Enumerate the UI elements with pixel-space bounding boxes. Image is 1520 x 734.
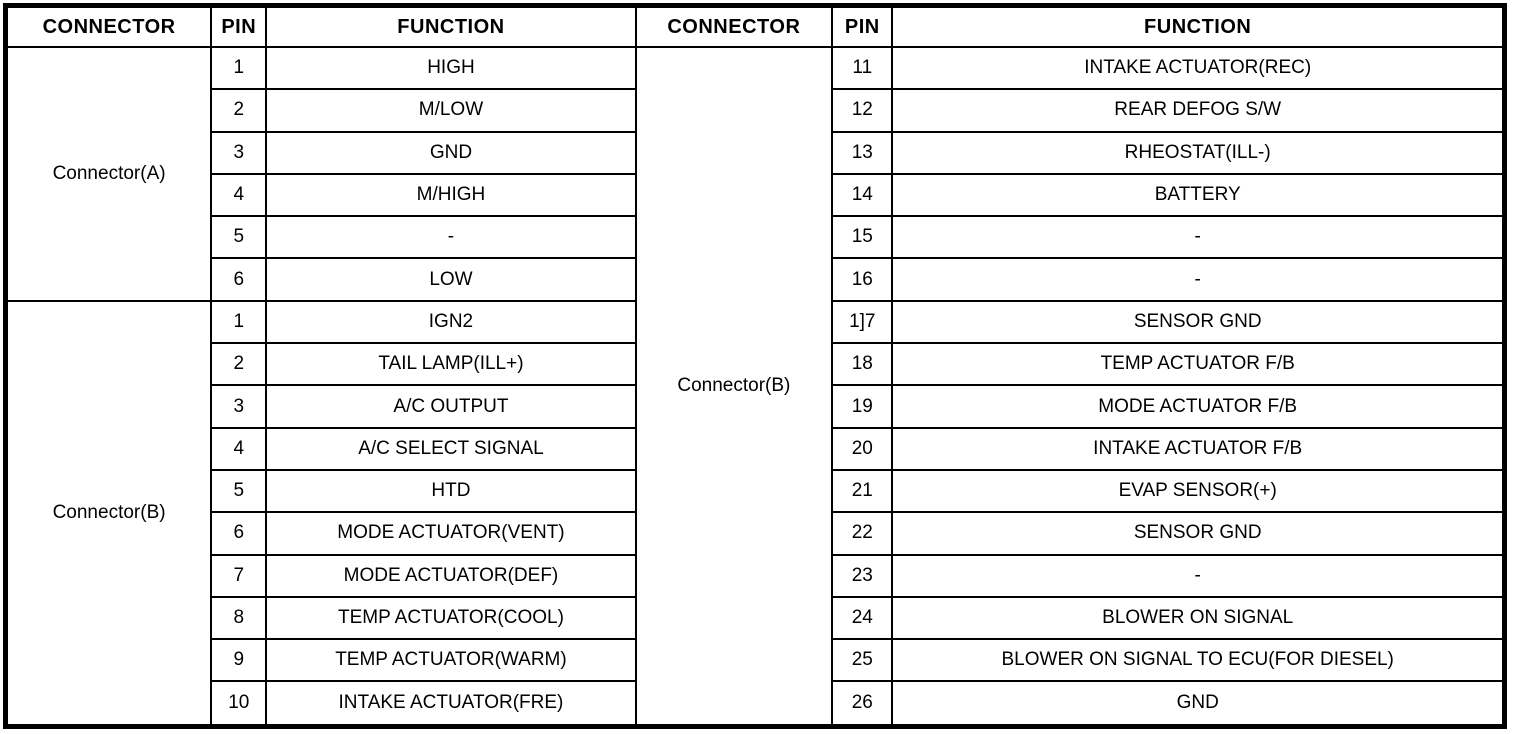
pin-cell: 21 xyxy=(831,468,894,514)
function-cell: MODE ACTUATOR(VENT) xyxy=(265,511,637,556)
pin-cell: 26 xyxy=(831,680,894,728)
pin-cell: 3 xyxy=(210,384,268,429)
header-row: CONNECTOR PIN FUNCTION CONNECTOR PIN FUN… xyxy=(4,4,1506,48)
pin-cell: 24 xyxy=(831,595,894,641)
function-cell: TEMP ACTUATOR(COOL) xyxy=(265,595,637,641)
connector-cell: Connector(B) xyxy=(4,299,213,728)
pin-cell: 22 xyxy=(831,511,894,556)
table-row: 5 HTD 21 EVAP SENSOR(+) xyxy=(6,468,1506,514)
pin-cell: 4 xyxy=(210,426,268,471)
table-row: 7 MODE ACTUATOR(DEF) 23 - xyxy=(6,553,1506,598)
pin-cell: 8 xyxy=(210,595,268,641)
pin-cell: 19 xyxy=(831,384,894,429)
function-cell: BLOWER ON SIGNAL xyxy=(891,595,1506,641)
function-cell: HIGH xyxy=(265,45,637,91)
function-cell: M/HIGH xyxy=(265,172,637,218)
table-row: 8 TEMP ACTUATOR(COOL) 24 BLOWER ON SIGNA… xyxy=(6,595,1506,641)
table-row: Connector(B) 1 IGN2 1]7 SENSOR GND xyxy=(4,299,1506,728)
pin-cell: 14 xyxy=(831,172,894,218)
pin-cell: 18 xyxy=(831,342,894,387)
pin-cell: 5 xyxy=(210,468,268,514)
pin-cell: 3 xyxy=(210,130,268,175)
pin-cell: 6 xyxy=(210,257,268,302)
table-row: 3 A/C OUTPUT 19 MODE ACTUATOR F/B xyxy=(6,384,1506,429)
function-cell: M/LOW xyxy=(265,88,637,133)
function-cell: INTAKE ACTUATOR(REC) xyxy=(891,45,1506,91)
function-cell: GND xyxy=(265,130,637,175)
table-row: 4 A/C SELECT SIGNAL 20 INTAKE ACTUATOR F… xyxy=(6,426,1506,471)
table-row: 9 TEMP ACTUATOR(WARM) 25 BLOWER ON SIGNA… xyxy=(6,638,1506,683)
pin-cell: 1 xyxy=(210,299,268,345)
pin-cell: 7 xyxy=(210,553,268,598)
pin-cell: 13 xyxy=(831,130,894,175)
pin-cell: 2 xyxy=(210,88,268,133)
header-right-connector: CONNECTOR xyxy=(634,4,834,48)
pin-cell: 9 xyxy=(210,638,268,683)
function-cell: INTAKE ACTUATOR F/B xyxy=(891,426,1506,471)
header-right-function: FUNCTION xyxy=(891,4,1506,48)
table-row: 2 TAIL LAMP(ILL+) 18 TEMP ACTUATOR F/B xyxy=(6,342,1506,387)
function-cell: SENSOR GND xyxy=(891,511,1506,556)
function-cell: TAIL LAMP(ILL+) xyxy=(265,342,637,387)
function-cell: MODE ACTUATOR F/B xyxy=(891,384,1506,429)
pin-cell: 11 xyxy=(831,45,894,91)
header-left-function: FUNCTION xyxy=(265,4,637,48)
pinout-table: CONNECTOR PIN FUNCTION CONNECTOR PIN FUN… xyxy=(3,3,1507,729)
function-cell: INTAKE ACTUATOR(FRE) xyxy=(265,680,637,728)
table-row: 10 INTAKE ACTUATOR(FRE) 26 GND xyxy=(6,680,1506,728)
pin-cell: 1]7 xyxy=(831,299,894,345)
function-cell: HTD xyxy=(265,468,637,514)
header-left-connector: CONNECTOR xyxy=(4,4,213,48)
header-right-pin: PIN xyxy=(831,4,894,48)
pin-cell: 2 xyxy=(210,342,268,387)
function-cell: BATTERY xyxy=(891,172,1506,218)
pin-cell: 5 xyxy=(210,215,268,260)
pin-cell: 1 xyxy=(210,45,268,91)
pin-cell: 6 xyxy=(210,511,268,556)
function-cell: GND xyxy=(891,680,1506,728)
pin-cell: 23 xyxy=(831,553,894,598)
function-cell: - xyxy=(891,553,1506,598)
pin-cell: 10 xyxy=(210,680,268,728)
table-row: 6 MODE ACTUATOR(VENT) 22 SENSOR GND xyxy=(6,511,1506,556)
table-row: 2 M/LOW 12 REAR DEFOG S/W xyxy=(6,88,1506,133)
pin-cell: 15 xyxy=(831,215,894,260)
pin-cell: 16 xyxy=(831,257,894,302)
header-left-pin: PIN xyxy=(210,4,268,48)
function-cell: LOW xyxy=(265,257,637,302)
function-cell: A/C SELECT SIGNAL xyxy=(265,426,637,471)
table-row: 3 GND 13 RHEOSTAT(ILL-) xyxy=(6,130,1506,175)
table-row: 4 M/HIGH 14 BATTERY xyxy=(6,172,1506,218)
pin-cell: 12 xyxy=(831,88,894,133)
function-cell: - xyxy=(891,215,1506,260)
table-row: 5 - 15 - xyxy=(6,215,1506,260)
pin-cell: 20 xyxy=(831,426,894,471)
function-cell: IGN2 xyxy=(265,299,637,345)
function-cell: REAR DEFOG S/W xyxy=(891,88,1506,133)
function-cell: - xyxy=(891,257,1506,302)
function-cell: EVAP SENSOR(+) xyxy=(891,468,1506,514)
function-cell: TEMP ACTUATOR F/B xyxy=(891,342,1506,387)
function-cell: BLOWER ON SIGNAL TO ECU(FOR DIESEL) xyxy=(891,638,1506,683)
connector-cell: Connector(A) xyxy=(4,46,213,302)
function-cell: SENSOR GND xyxy=(891,299,1506,345)
table-row: 6 LOW 16 - xyxy=(6,257,1506,302)
function-cell: RHEOSTAT(ILL-) xyxy=(891,130,1506,175)
pin-cell: 25 xyxy=(831,638,894,683)
table-row: Connector(A) 1 HIGH Connector(B) 11 INTA… xyxy=(4,45,1506,728)
function-cell: TEMP ACTUATOR(WARM) xyxy=(265,638,637,683)
connector-cell: Connector(B) xyxy=(634,46,834,728)
pin-cell: 4 xyxy=(210,172,268,218)
function-cell: MODE ACTUATOR(DEF) xyxy=(265,553,637,598)
function-cell: - xyxy=(265,215,637,260)
function-cell: A/C OUTPUT xyxy=(265,384,637,429)
